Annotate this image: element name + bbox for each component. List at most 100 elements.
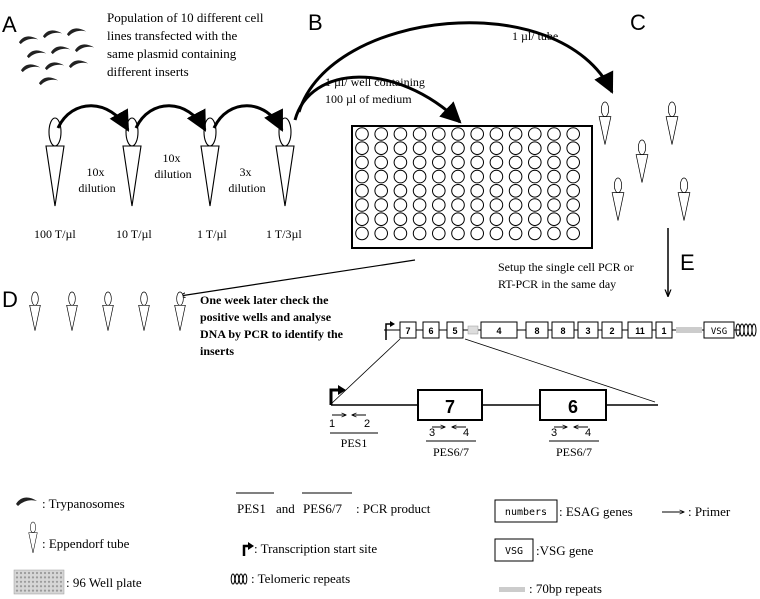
well [451, 141, 465, 155]
legend-plate-dot [51, 576, 55, 579]
well [432, 155, 446, 170]
legend-plate-dot [35, 571, 39, 575]
legend-70bp-icon [499, 587, 525, 592]
well [508, 127, 523, 141]
tube-10 [122, 117, 142, 207]
well [412, 226, 427, 241]
legend-plate-dot [31, 585, 35, 588]
tube-label-10: 10 T/µl [116, 227, 152, 241]
well [393, 141, 408, 155]
legend-tss: : Transcription start site [254, 541, 377, 556]
legend-plate-dot [39, 580, 43, 583]
well [412, 169, 427, 184]
legend-plate-dot [55, 580, 59, 583]
well [547, 127, 561, 141]
dilution-label-1: 10x dilution [78, 165, 115, 195]
legend-plate-icon [13, 569, 65, 595]
legend-plate-dot [55, 576, 59, 579]
zoom-gene-7-label: 7 [445, 397, 455, 417]
well [566, 184, 581, 198]
tube-note: 1 µl/ tube [512, 29, 558, 43]
legend-plate-dot [59, 571, 63, 575]
panel-label-d: D [2, 287, 18, 312]
legend-plate-dot [43, 571, 47, 575]
tube-label-1: 1 T/µl [197, 227, 227, 241]
well [528, 127, 542, 141]
legend-pcr-a: PES1 [237, 501, 266, 516]
legend-plate-dot [51, 589, 55, 592]
well [355, 198, 369, 212]
legend-plate-dot [27, 576, 31, 579]
legend-plate-dot [55, 589, 59, 592]
well [374, 212, 389, 226]
well [470, 198, 485, 212]
dilution-arrow-1 [56, 104, 130, 132]
esag-gene-label: 3 [585, 326, 590, 336]
well [547, 212, 561, 226]
esag-gene-label: 5 [452, 326, 457, 336]
well [412, 155, 427, 170]
well [508, 141, 523, 155]
legend-plate-dot [35, 585, 39, 588]
tube-1-3 [275, 117, 295, 207]
well [528, 226, 542, 241]
zoomed-locus: 7 6 [329, 385, 658, 421]
well [432, 169, 446, 184]
well [374, 226, 389, 241]
zoom-line-left [330, 338, 401, 405]
well [374, 169, 389, 184]
pes67-label-b: PES6/7 [556, 445, 592, 459]
well [528, 141, 542, 155]
well [489, 141, 504, 155]
trypanosome-population-icon [18, 28, 95, 86]
well [374, 155, 389, 170]
well [489, 184, 504, 198]
well [489, 155, 504, 170]
legend-plate-dot [59, 576, 63, 579]
well [393, 127, 408, 141]
well [451, 127, 465, 141]
analysis-note: One week later check the positive wells … [200, 293, 346, 358]
well [451, 155, 465, 170]
esag-gene-box [551, 321, 575, 339]
well [393, 169, 408, 184]
legend-tss-icon [242, 544, 249, 556]
well [393, 212, 408, 226]
well [355, 212, 369, 226]
well [566, 169, 581, 184]
legend-plate-dot [19, 571, 23, 575]
well [355, 155, 369, 170]
esag-gene-box [655, 321, 673, 339]
panel-label-c: C [630, 10, 646, 35]
legend-plate-dot [35, 589, 39, 592]
legend-plate-dot [27, 571, 31, 575]
single-cell-tubes [598, 101, 691, 221]
legend-vsg: :VSG gene [536, 543, 594, 558]
legend-plate-dot [43, 576, 47, 579]
well [528, 155, 542, 170]
legend-telomeric: : Telomeric repeats [251, 571, 350, 586]
positive-well-tubes [29, 291, 186, 332]
well [451, 184, 465, 198]
legend-trypanosome-icon [16, 497, 37, 506]
esag-gene-box [601, 321, 623, 339]
dilution-label-2: 10x dilution [154, 151, 191, 181]
zoom-tss-icon [329, 388, 340, 405]
legend-plate-dot [31, 576, 35, 579]
repeats-70bp-small-icon [467, 325, 479, 335]
legend-plate-dot [15, 589, 19, 592]
vsg-label: VSG [711, 327, 727, 337]
legend-plate-dot [43, 585, 47, 588]
well [470, 141, 485, 155]
well [470, 155, 485, 170]
well [412, 212, 427, 226]
legend-plate-dot [31, 589, 35, 592]
well [489, 127, 504, 141]
esag-gene-box [480, 321, 518, 339]
dilution-arrow-3 [212, 104, 284, 132]
well [432, 184, 446, 198]
esag-gene-label: 4 [496, 326, 501, 336]
legend-plate-dot [51, 580, 55, 583]
legend-eppendorf: : Eppendorf tube [42, 536, 130, 551]
esag-gene-label: 11 [635, 326, 645, 336]
